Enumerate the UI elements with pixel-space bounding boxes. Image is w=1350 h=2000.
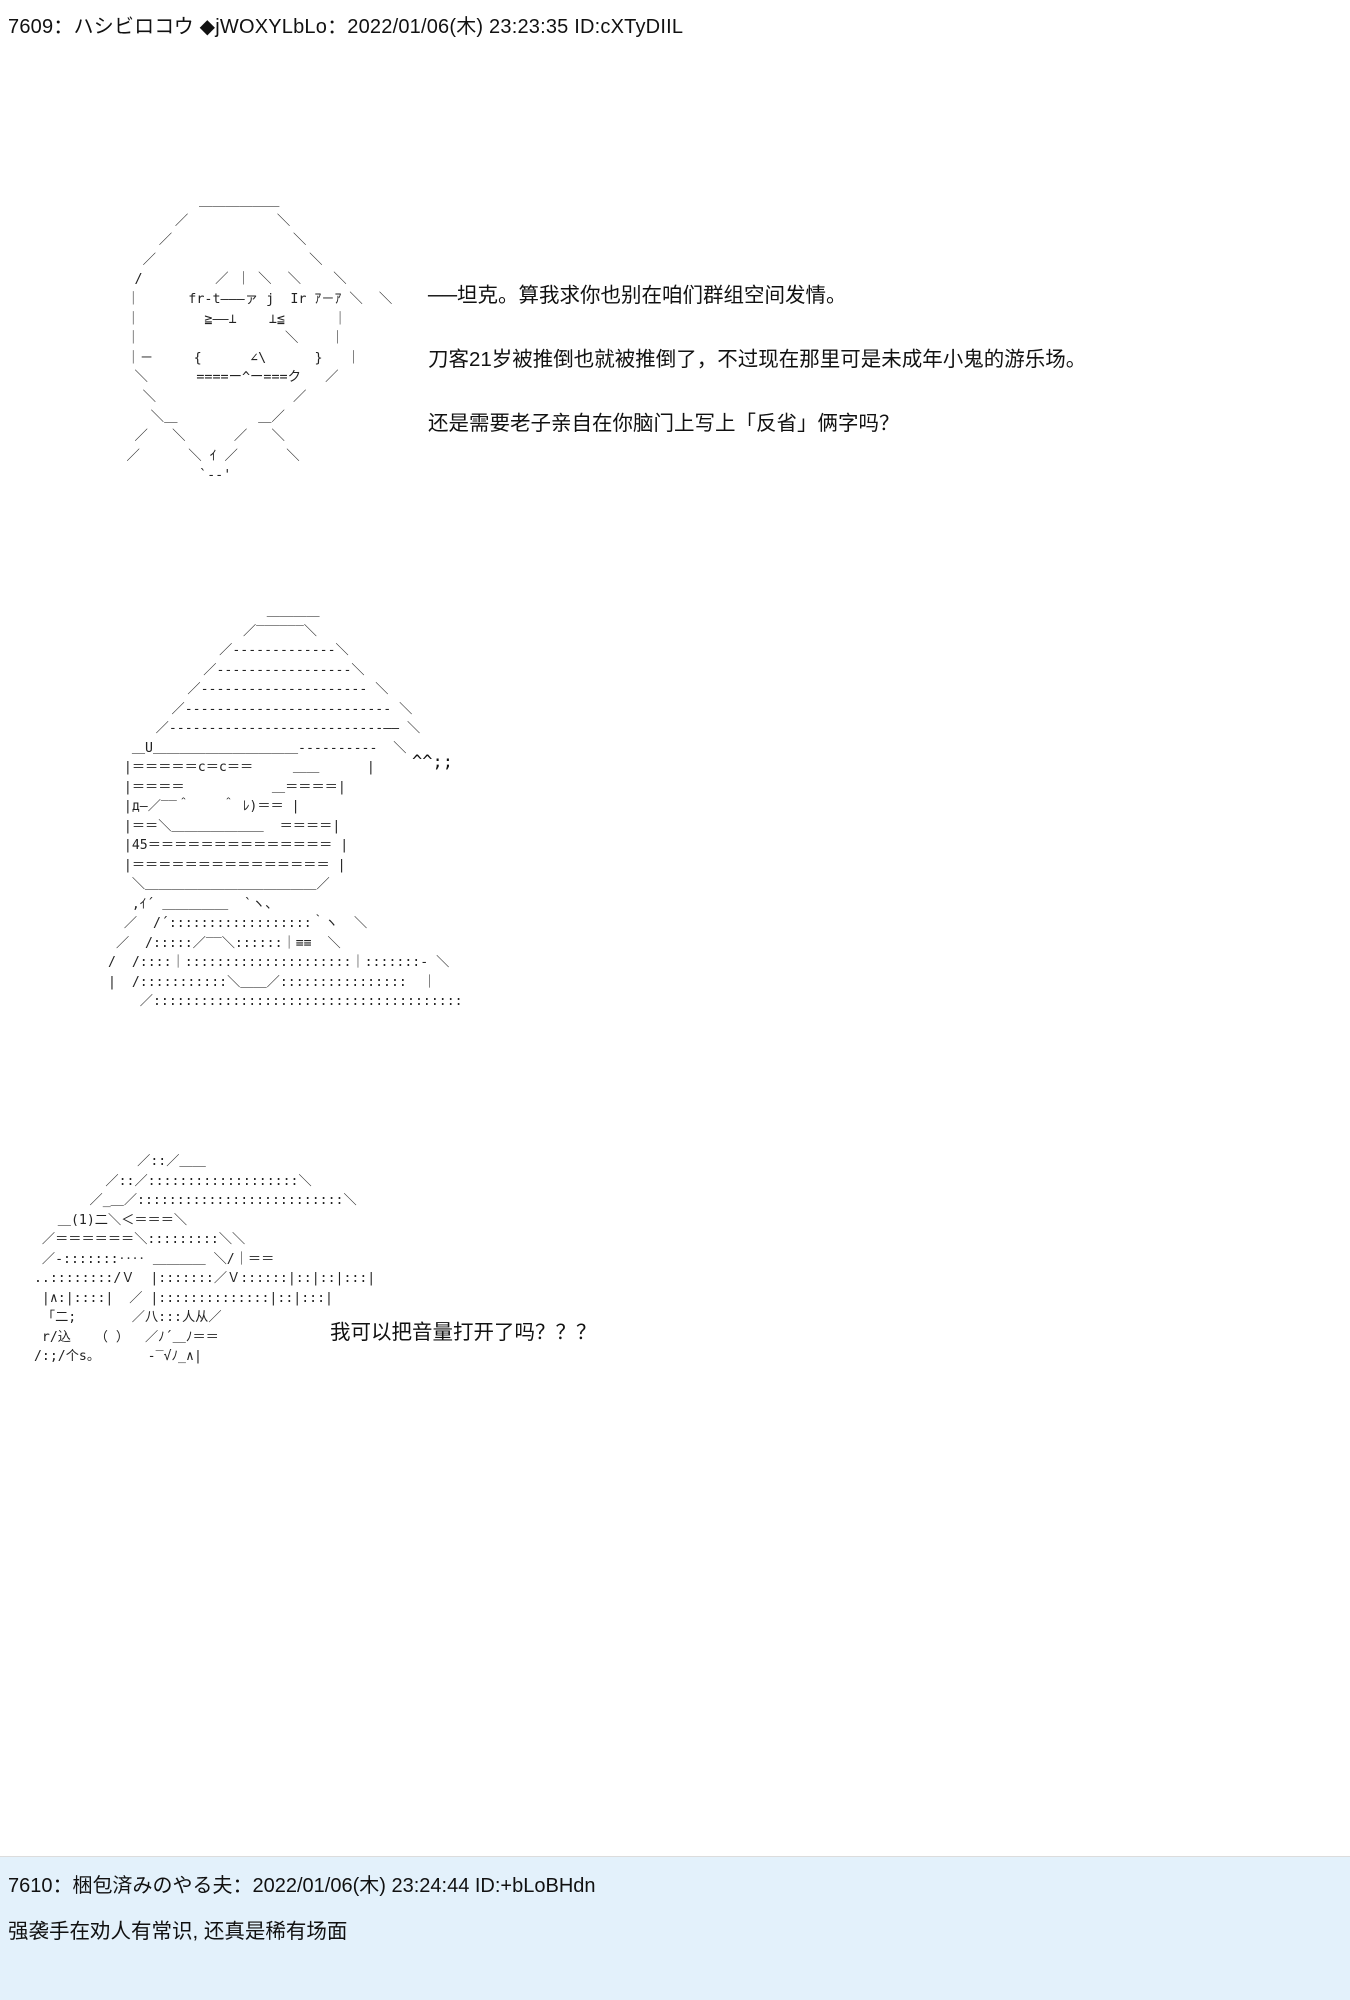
post-header-7609: 7609：ハシビロコウ ◆jWOXYLbLo：2022/01/06(木) 23:…	[8, 16, 684, 38]
dialogue-line-3: 还是需要老子亲自在你脑门上写上「反省」俩字吗？	[428, 412, 900, 435]
dialogue-line-2: 刀客21岁被推倒也就被推倒了，不过现在那里可是未成年小鬼的游乐场。	[428, 348, 1087, 371]
emoticon-sweat-text: ^^;;	[412, 752, 453, 772]
ascii-art-face-large: ＿＿＿＿＿＿ ／ ＼ ／ ＼ ／ ＼ / ／ ｜ ＼ ＼ ＼ ｜ fr-t―――…	[126, 194, 393, 484]
post-header-7610: 7610：梱包済みのやる夫：2022/01/06(木) 23:24:44 ID:…	[8, 1875, 596, 1897]
dialogue-line-4: 我可以把音量打开了吗？？？	[330, 1321, 597, 1344]
dialogue-line-1: ──坦克。算我求你也别在咱们群组空间发情。	[428, 284, 847, 307]
ascii-art-figure-middle: ＿＿＿＿ ／‾‾‾‾‾‾＼ ／-------------＼ ／---------…	[108, 604, 463, 1009]
post-7609: 7609：ハシビロコウ ◆jWOXYLbLo：2022/01/06(木) 23:…	[0, 0, 1350, 1364]
ascii-art-figure-bottom: ／::／＿＿ ／::／:::::::::::::::::::＼ ／_＿／::::…	[33, 1154, 376, 1364]
post-body-7610: 强袭手在劝人有常识, 还真是稀有场面	[8, 1920, 348, 1943]
post-divider	[0, 1856, 1350, 1857]
post-7610: 7610：梱包済みのやる夫：2022/01/06(木) 23:24:44 ID:…	[0, 1857, 1350, 2000]
